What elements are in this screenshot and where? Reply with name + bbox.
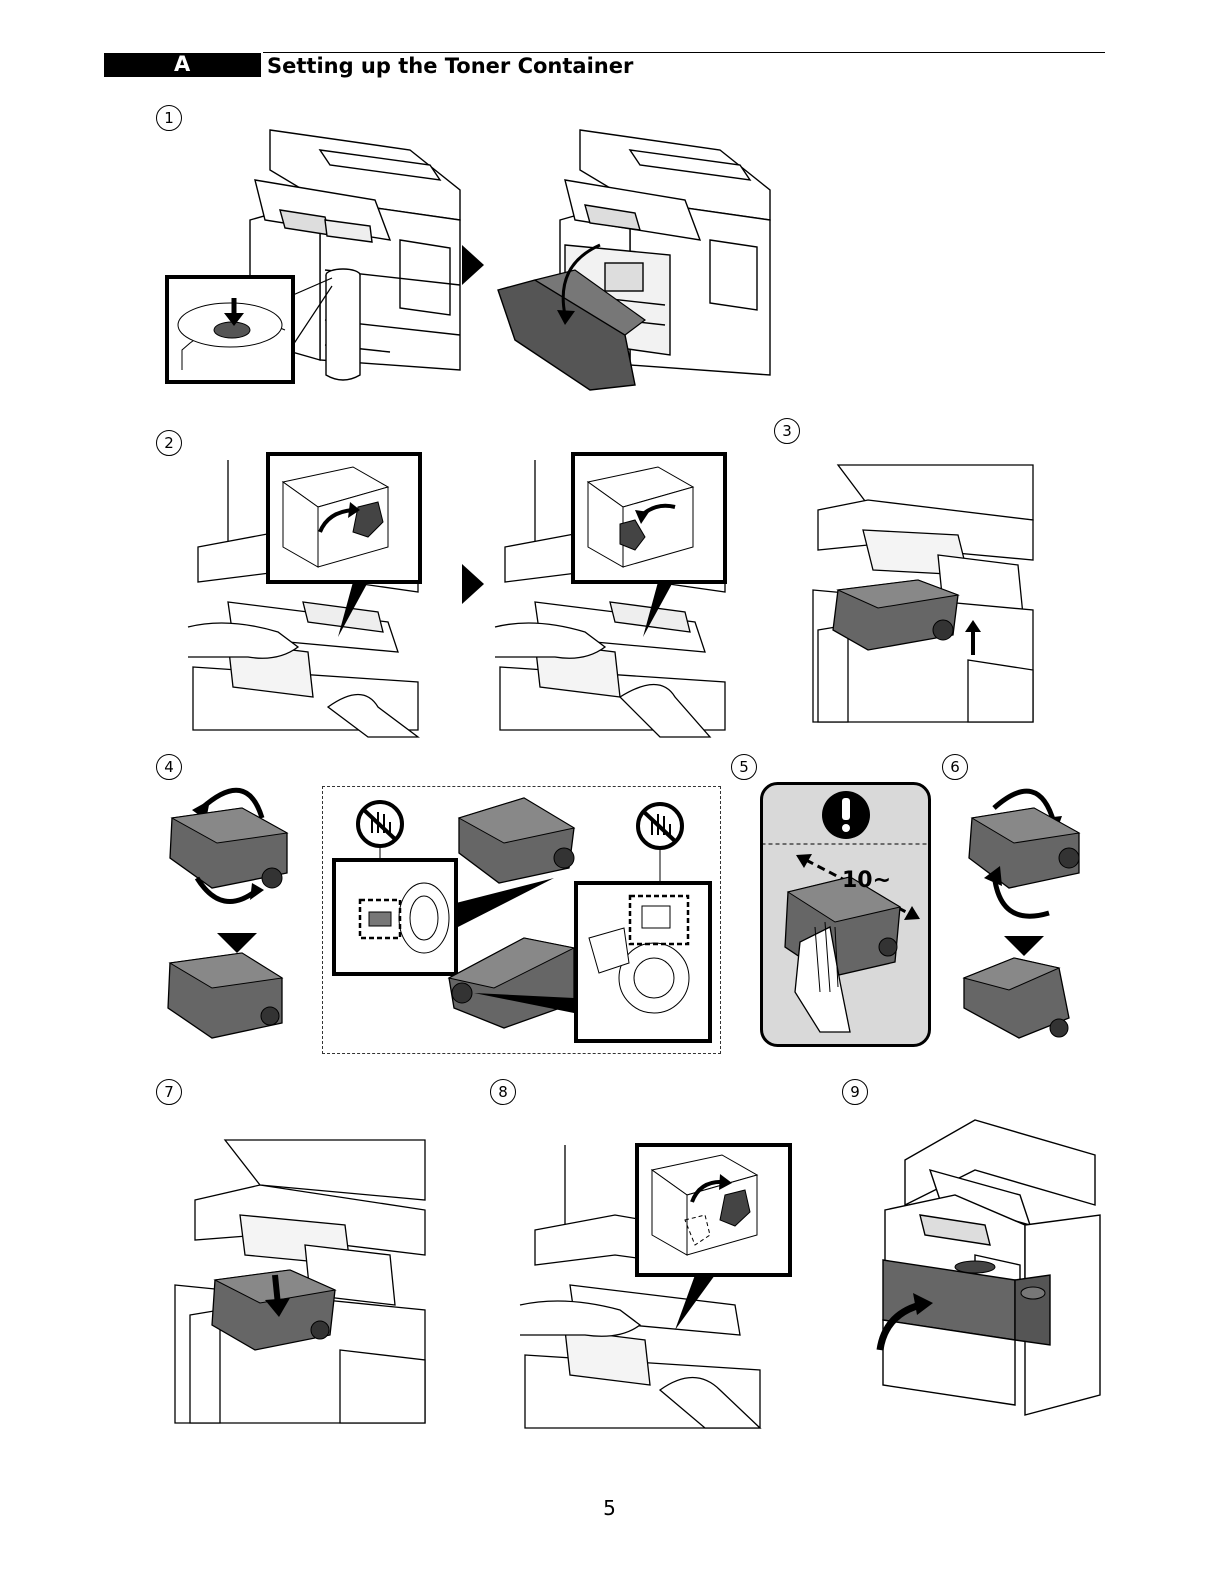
step-number-4: 4 [156,754,182,780]
arrow-right-icon [462,564,486,606]
step-number-9: 9 [842,1079,868,1105]
do-not-touch-contacts-illustration [324,788,719,1050]
exclamation-icon [822,791,870,839]
section-letter: A [174,52,190,76]
arrow-down-icon [217,933,257,953]
step-number-6: 6 [942,754,968,780]
shake-count-label: 10~ [842,868,891,893]
arrow-down-icon [1004,936,1044,956]
new-toner-cartridge [170,808,287,888]
no-touch-icon [638,804,682,848]
step8-lock-lever-illustration [520,1140,795,1430]
step3-remove-old-toner-illustration [808,460,1038,725]
step6-shake-horizontal-illustration [964,778,1094,1053]
arrow-right-icon [462,245,486,287]
step2-lever-release-illustration [495,452,730,732]
step-number-8: 8 [490,1079,516,1105]
page-title: Setting up the Toner Container [267,52,633,80]
step-number-3: 3 [774,418,800,444]
step1-printer-closed-illustration [160,120,480,390]
section-letter-box: A [104,53,261,77]
step4-shake-new-toner-illustration [162,778,302,1053]
step1-printer-front-cover-open-illustration [495,125,775,395]
step2-lever-unlock-illustration [188,452,423,732]
step7-insert-new-toner-illustration [170,1135,430,1425]
old-toner-cartridge [833,580,958,650]
step-number-5: 5 [731,754,757,780]
step-number-7: 7 [156,1079,182,1105]
page-number: 5 [0,1496,1219,1520]
no-touch-icon [358,802,402,846]
step9-close-front-cover-illustration [875,1115,1105,1425]
step-number-2: 2 [156,430,182,456]
step5-caution-shake-panel [760,782,932,1048]
